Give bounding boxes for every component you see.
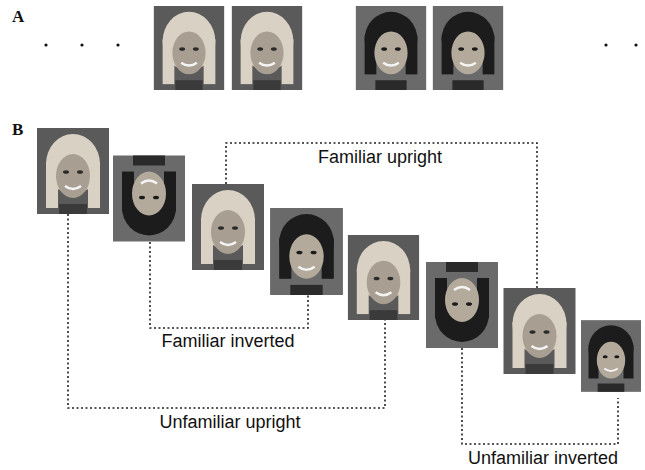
- pair-bracket: [462, 348, 618, 444]
- pair-bracket: [150, 242, 308, 328]
- condition-label: Familiar upright: [318, 148, 442, 168]
- panel-letter: A: [12, 8, 24, 27]
- inverted-face-photo: [113, 156, 185, 242]
- face-photo: [356, 6, 426, 90]
- pair-bracket: [226, 143, 537, 288]
- face-photo: [192, 184, 264, 270]
- face-photo: [154, 6, 224, 90]
- condition-label: Familiar inverted: [161, 332, 294, 352]
- face-photo: [504, 288, 576, 374]
- condition-label: Unfamiliar inverted: [468, 449, 618, 469]
- face-photo: [433, 6, 503, 90]
- face-photo: [270, 208, 343, 295]
- condition-label: Unfamiliar upright: [159, 413, 300, 433]
- face-photo: [37, 128, 109, 214]
- face-photo: [232, 6, 302, 90]
- panel-letter: B: [12, 121, 23, 140]
- face-photo: [581, 320, 641, 392]
- inverted-face-photo: [426, 262, 498, 348]
- ellipsis-dots: [44, 43, 637, 46]
- pair-bracket: [68, 214, 385, 408]
- face-photo: [348, 235, 419, 320]
